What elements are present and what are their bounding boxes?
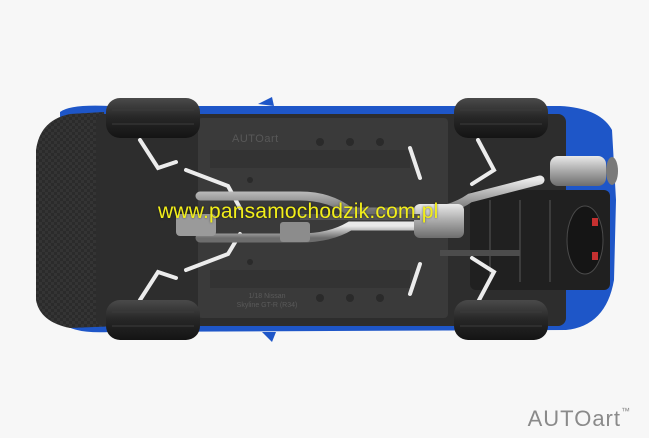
rear-muffler xyxy=(550,156,606,186)
chassis-model-line2: Skyline GT-R (R34) xyxy=(236,302,298,309)
brand-logo: AUTOart™ xyxy=(528,406,631,432)
chassis-model-line1: 1/18 Nissan xyxy=(248,293,286,300)
brand-name: AUTOart xyxy=(527,406,621,431)
tyres xyxy=(106,98,548,340)
exhaust-system xyxy=(176,156,618,243)
watermark-url: www.pansamochodzik.com.pl xyxy=(158,200,439,223)
trademark-mark: ™ xyxy=(621,406,631,416)
chassis-brand-stamp: AUTOart xyxy=(232,133,279,145)
chassis-model-stamp: 1/18 Nissan Skyline GT-R (R34) xyxy=(232,292,302,310)
